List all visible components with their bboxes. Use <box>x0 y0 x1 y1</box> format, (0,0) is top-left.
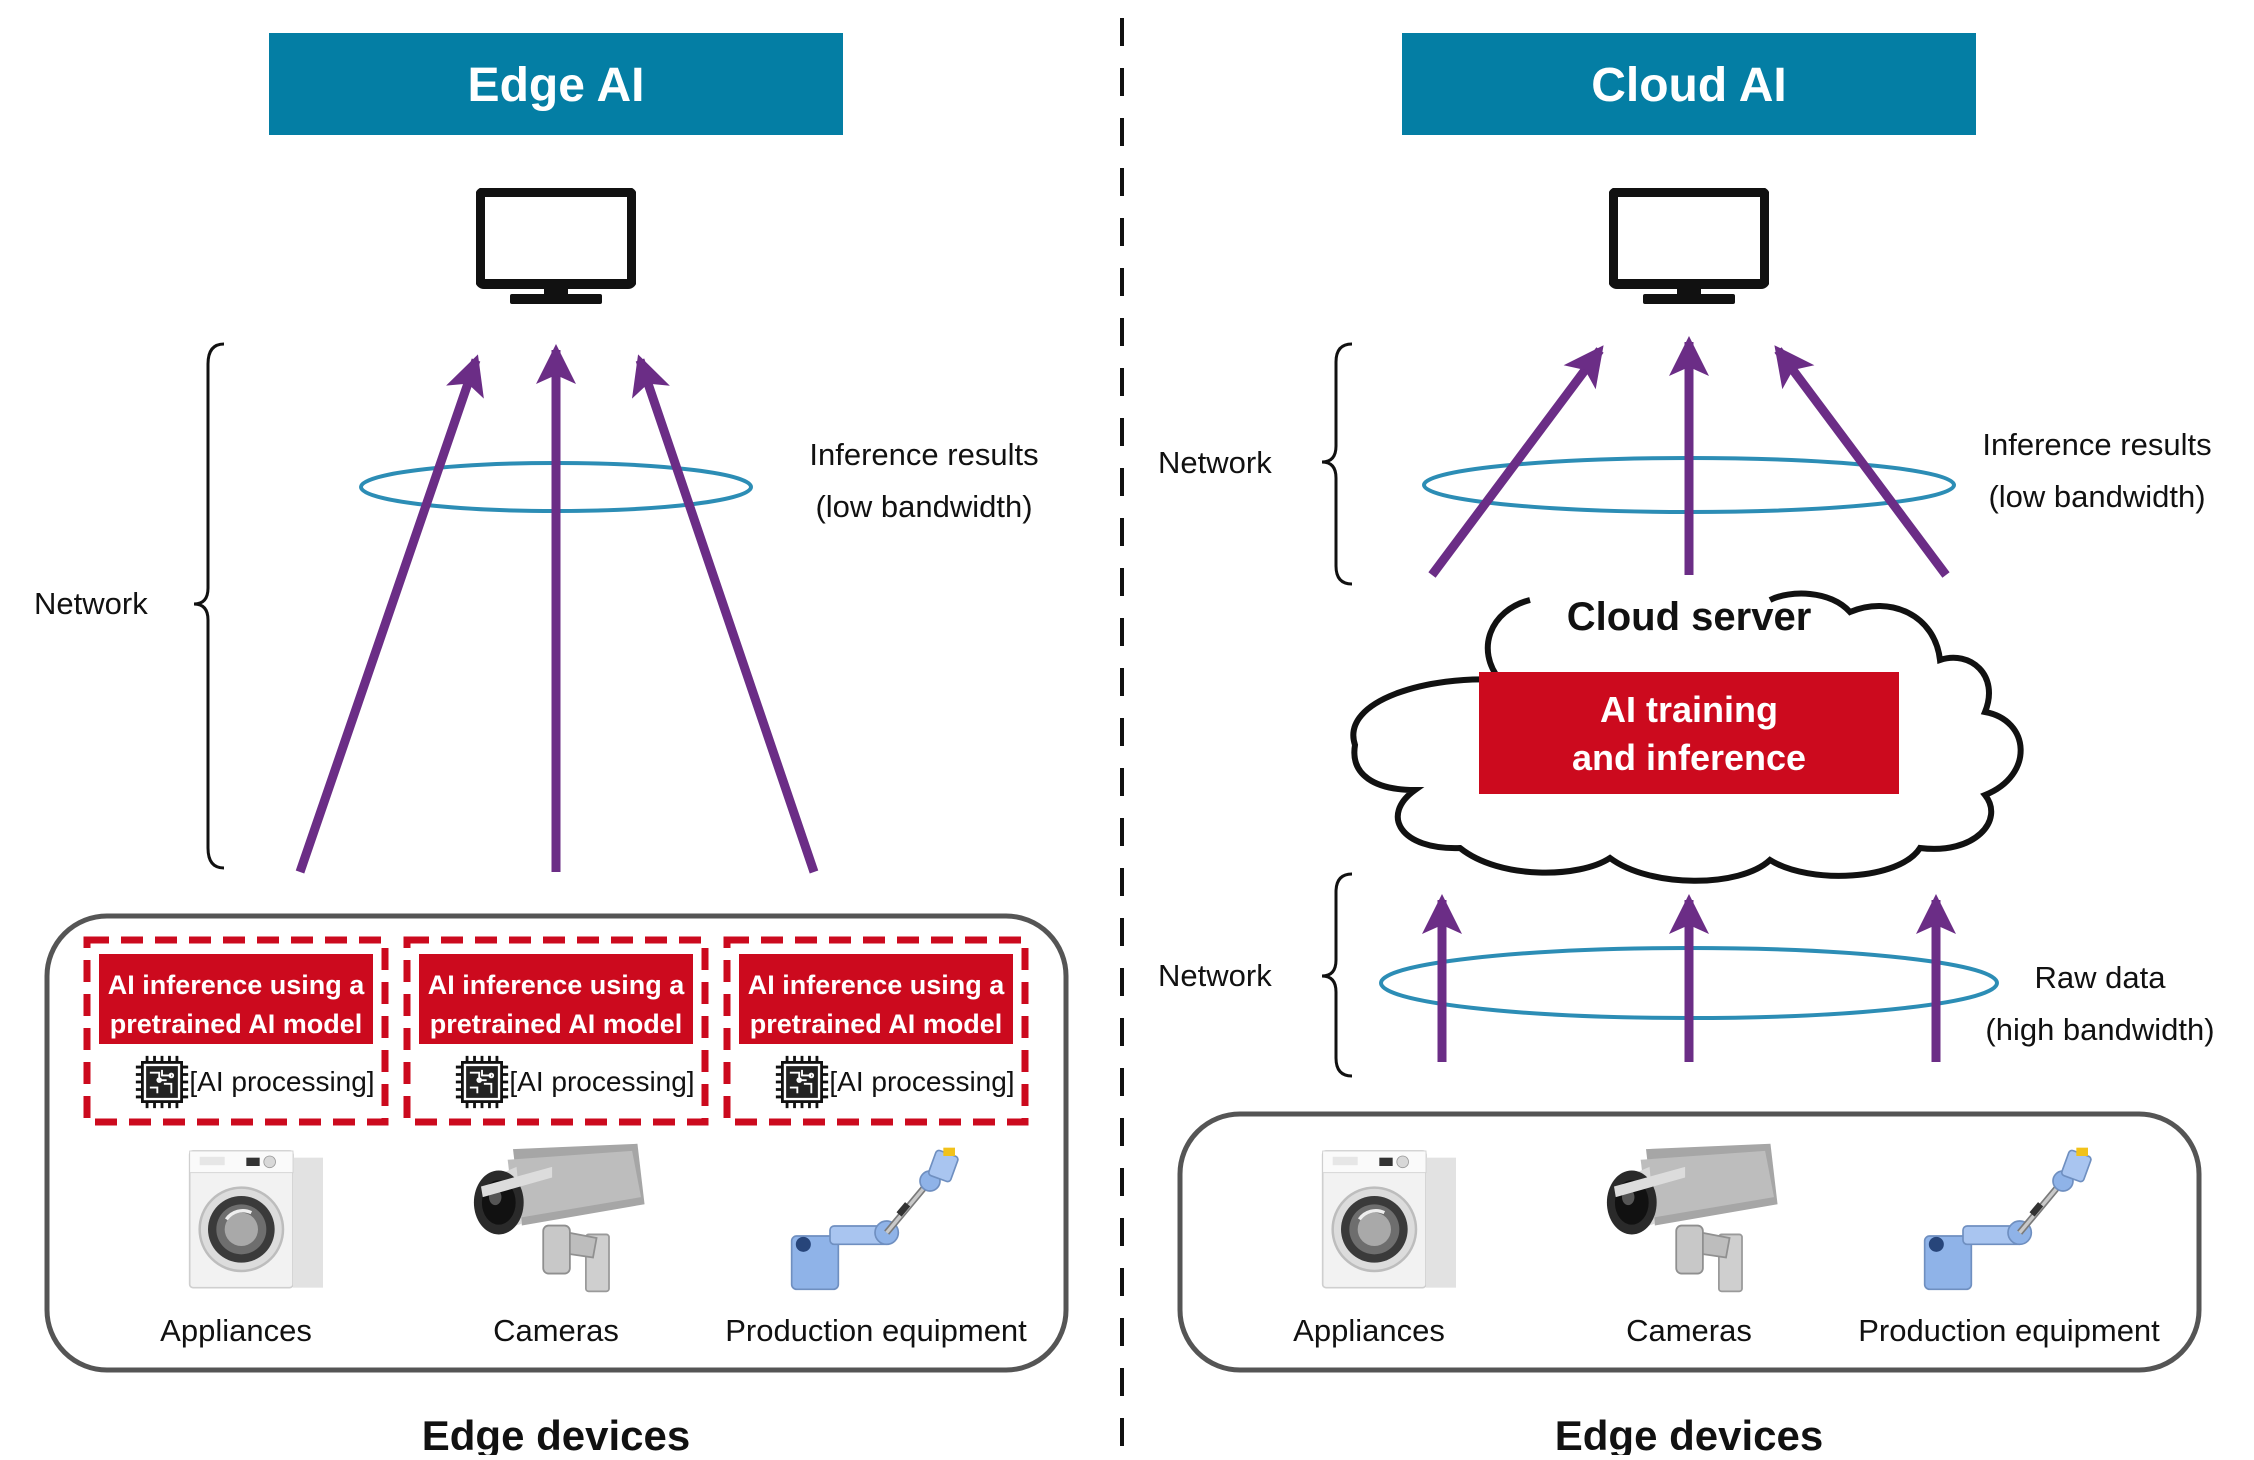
edge-devices-container <box>1177 1111 2202 1373</box>
ai-inference-box: AI inference using a pretrained AI model… <box>83 936 389 1126</box>
cloud-server-label: Cloud server <box>1567 595 1812 639</box>
ai-training-line1: AI training <box>1600 689 1778 730</box>
edge-devices-container <box>44 913 1069 1373</box>
edge-ai-title: Edge AI <box>468 59 645 112</box>
network-brace-bottom <box>1321 872 1353 1078</box>
ai-inference-box: AI inference using a pretrained AI model… <box>723 936 1029 1126</box>
washing-machine-icon <box>1320 1149 1458 1290</box>
edge-ai-panel: Edge AI Network Inference results (low b… <box>34 33 1069 1459</box>
edge-devices-caption: Edge devices <box>1555 1412 1823 1455</box>
ai-training-box <box>1479 672 1899 794</box>
svg-text:AI inference using a: AI inference using a <box>108 970 366 1000</box>
security-camera-icon <box>472 1142 646 1293</box>
raw-data-label: Raw data <box>2035 960 2167 995</box>
cloud-ai-panel: Cloud AI Network Inference results (low … <box>1158 33 2215 1459</box>
svg-text:pretrained AI model: pretrained AI model <box>430 1009 683 1039</box>
cloud-ai-title: Cloud AI <box>1591 59 1787 112</box>
device-label-production-equipment: Production equipment <box>725 1313 1027 1348</box>
network-brace-top <box>1321 342 1353 586</box>
high-bandwidth-label: (high bandwidth) <box>1985 1012 2214 1047</box>
device-label-appliances: Appliances <box>160 1313 312 1348</box>
svg-text:[AI processing]: [AI processing] <box>189 1066 374 1097</box>
edge-ai-header <box>269 33 843 135</box>
device-label-cameras: Cameras <box>493 1313 619 1348</box>
uplink-arrows <box>295 344 819 874</box>
ai-inference-box: AI inference using a pretrained AI model… <box>403 936 709 1126</box>
robot-arm-icon <box>1925 1148 2092 1290</box>
svg-text:AI inference using a: AI inference using a <box>748 970 1006 1000</box>
downlink-arrows <box>1428 336 1950 578</box>
device-label-production-equipment: Production equipment <box>1858 1313 2160 1348</box>
edge-devices-caption: Edge devices <box>422 1412 690 1455</box>
network-bottom-label: Network <box>1158 958 1272 993</box>
svg-text:pretrained AI model: pretrained AI model <box>750 1009 1003 1039</box>
inference-results-label: Inference results <box>1982 427 2211 462</box>
washing-machine-icon <box>187 1149 325 1290</box>
chip-icon <box>454 1054 510 1110</box>
raw-data-arrows <box>1422 894 1956 1062</box>
bandwidth-label: (low bandwidth) <box>1988 479 2205 514</box>
arrow-right <box>632 354 819 874</box>
bandwidth-label: (low bandwidth) <box>815 489 1032 524</box>
chip-icon <box>774 1054 830 1110</box>
svg-text:pretrained AI model: pretrained AI model <box>110 1009 363 1039</box>
monitor-icon <box>1613 192 1765 304</box>
device-label-cameras: Cameras <box>1626 1313 1752 1348</box>
svg-text:[AI processing]: [AI processing] <box>829 1066 1014 1097</box>
device-label-appliances: Appliances <box>1293 1313 1445 1348</box>
ai-training-line2: and inference <box>1572 737 1806 778</box>
svg-text:[AI processing]: [AI processing] <box>509 1066 694 1097</box>
inference-results-label: Inference results <box>809 437 1038 472</box>
network-label: Network <box>34 586 148 621</box>
chip-icon <box>134 1054 190 1110</box>
network-brace <box>193 342 225 870</box>
svg-text:AI inference using a: AI inference using a <box>428 970 686 1000</box>
cloud-ai-header <box>1402 33 1976 135</box>
arrow-left <box>295 354 484 874</box>
security-camera-icon <box>1605 1142 1779 1293</box>
network-top-label: Network <box>1158 445 1272 480</box>
monitor-icon <box>480 192 632 304</box>
robot-arm-icon <box>792 1148 959 1290</box>
